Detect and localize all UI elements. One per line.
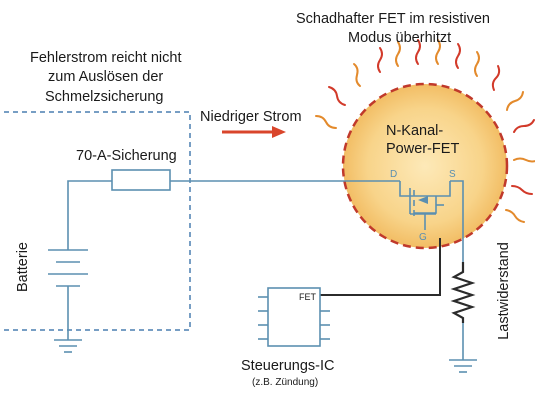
fault-boundary [4,111,191,331]
fet-glow [343,84,507,248]
heat-wave [315,115,337,129]
ic-pin-label: FET [299,292,316,302]
heat-wave [511,185,533,195]
drain-label: D [390,169,398,180]
fet-label-line2: Power-FET [386,141,460,157]
heat-wave [505,209,525,223]
fet-dashed-circle [341,82,509,250]
fuse-symbol [111,169,171,191]
fet-arrow [418,196,428,204]
ic-label: Steuerungs-IC [241,358,335,374]
ground-symbol-load [449,359,477,373]
fault-note-line1: Fehlerstrom reicht nicht [30,50,182,66]
gate-wire [320,238,441,296]
fet-label-line1: N-Kanal- [386,123,444,139]
low-current-label: Niedriger Strom [200,109,302,125]
control-ic [267,287,321,347]
heat-wave [513,157,535,163]
low-current-arrow [222,126,286,138]
wires [67,180,464,360]
heat-wave [435,39,441,65]
heat-wave [395,41,401,67]
heat-wave [506,91,524,111]
fet-symbol [399,181,451,230]
heat-wave [328,86,346,106]
heat-wave [455,43,461,69]
ic-pins [258,296,330,340]
battery-label: Batterie [14,242,31,292]
heat-wave [353,63,361,87]
ic-sublabel: (z.B. Zündung) [252,377,319,388]
heat-wave [377,47,383,73]
ground-symbol-battery [54,339,82,353]
source-label: S [449,169,456,180]
heat-wave [474,51,480,77]
heat-wave [415,39,421,65]
battery-symbol [48,249,88,287]
gate-label: G [419,232,427,243]
fault-note-line3: Schmelzsicherung [45,89,164,105]
heading-line2: Modus überhitzt [348,30,452,46]
fault-note-line2: zum Auslösen der [48,69,164,85]
load-resistor [450,262,476,323]
fuse-label: 70-A-Sicherung [76,148,177,164]
heat-wave [513,119,535,133]
heading-line1: Schadhafter FET im resistiven [296,11,490,27]
load-label: Lastwiderstand [495,242,512,340]
heat-wave [491,65,501,91]
